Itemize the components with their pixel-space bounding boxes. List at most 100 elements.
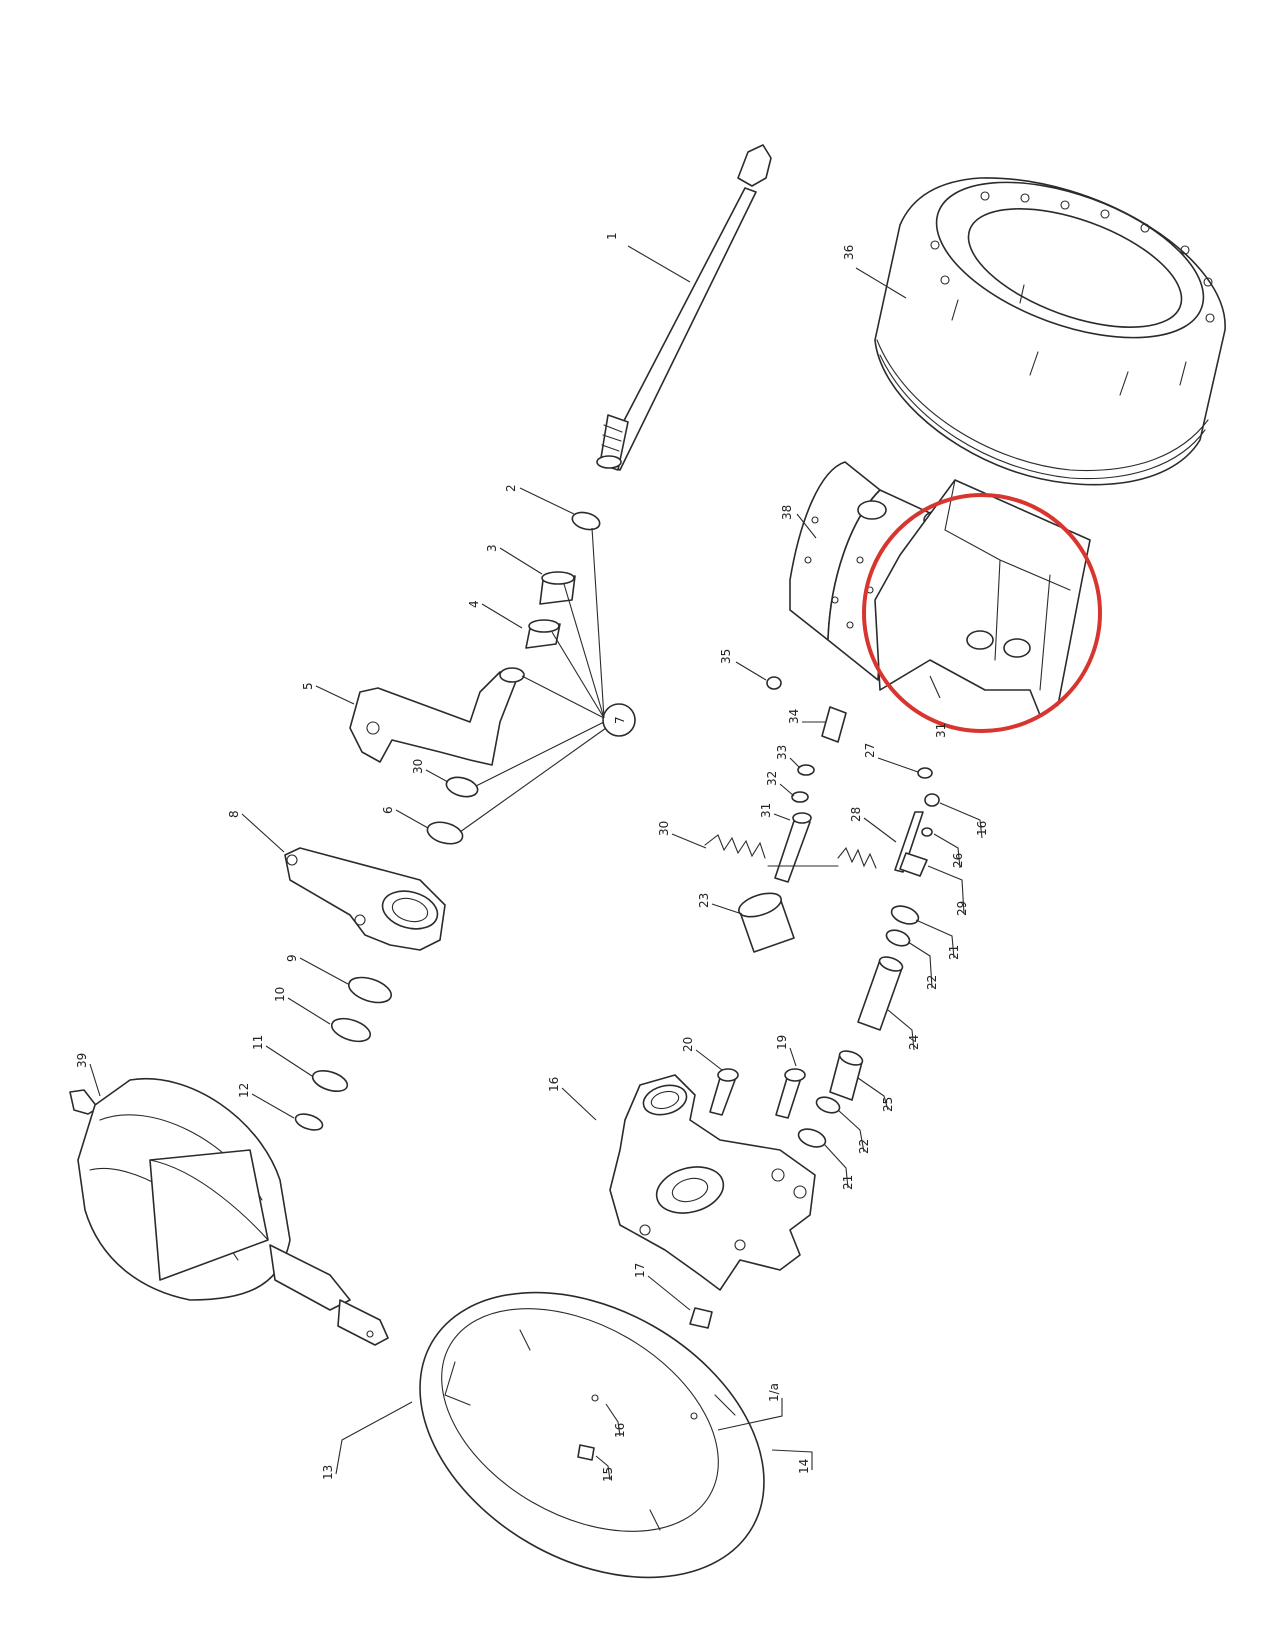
leader-16b (939, 802, 983, 839)
leader-8 (241, 813, 285, 853)
callout-22b: 22 (857, 1139, 871, 1154)
callout-39: 39 (75, 1053, 89, 1068)
leader-14 (771, 1449, 813, 1470)
camshaft-part (596, 144, 772, 471)
callout-10: 10 (273, 987, 287, 1002)
leader-29 (927, 865, 965, 915)
callout-26: 26 (951, 853, 965, 868)
leader-32 (779, 783, 795, 797)
leader-10 (287, 997, 331, 1025)
washer-stack (294, 976, 392, 1131)
highlight-circle (862, 493, 1102, 733)
callout-14: 14 (797, 1459, 811, 1474)
shoe-small-parts (766, 676, 940, 877)
callout-17: 17 (633, 1263, 647, 1278)
leader-7e (475, 721, 605, 787)
callout-23: 23 (697, 893, 711, 908)
leader-21b (823, 1143, 849, 1189)
return-spring-assembly (704, 812, 877, 953)
leader-30b (671, 833, 707, 849)
callout-36: 36 (842, 245, 856, 260)
callout-25: 25 (881, 1097, 895, 1112)
leader-11 (265, 1045, 313, 1077)
leader-7d (521, 675, 605, 719)
leader-2 (519, 487, 575, 515)
callout-19: 19 (775, 1035, 789, 1050)
brake-chamber-part (69, 1077, 389, 1346)
leader-5 (315, 685, 355, 705)
leader-9 (299, 957, 349, 985)
leader-7c (551, 631, 605, 719)
callout-20: 20 (681, 1037, 695, 1052)
leader-13 (335, 1401, 413, 1475)
callout-34: 34 (787, 709, 801, 724)
leader-1 (627, 245, 691, 283)
leader-25 (857, 1077, 889, 1111)
callout-21b: 21 (841, 1175, 855, 1190)
callout-12: 12 (237, 1083, 251, 1098)
leader-20 (695, 1049, 723, 1071)
leader-33 (789, 757, 801, 769)
callout-16b: 16 (975, 821, 989, 836)
callout-13: 13 (321, 1465, 335, 1480)
leader-35 (735, 661, 767, 681)
leader-3 (499, 547, 543, 575)
leader-38 (796, 513, 817, 539)
leader-12 (251, 1093, 295, 1119)
leader-7f (459, 727, 607, 833)
leader-22a (907, 941, 933, 989)
anchor-pin-stack (797, 905, 920, 1148)
leader-28 (863, 817, 897, 843)
leader-7b (563, 583, 605, 719)
callout-5: 5 (301, 682, 315, 690)
callout-16c: 16 (613, 1423, 627, 1438)
callout-11: 11 (251, 1035, 265, 1050)
leader-24 (887, 1009, 915, 1051)
leader-1a (717, 1398, 783, 1431)
leader-30 (425, 769, 449, 783)
leader-19 (789, 1047, 797, 1067)
callout-2: 2 (504, 484, 518, 492)
leader-7a (591, 527, 605, 719)
callout-30b: 30 (657, 821, 671, 836)
callout-7: 7 (613, 716, 627, 724)
leader-21a (915, 919, 955, 959)
callout-6: 6 (381, 806, 395, 814)
leader-23 (711, 903, 743, 915)
callout-27: 27 (863, 743, 877, 758)
slack-adjuster-part (284, 847, 446, 951)
callout-8: 8 (227, 810, 241, 818)
callout-4: 4 (467, 600, 481, 608)
leader-26 (933, 833, 961, 869)
callout-3: 3 (485, 544, 499, 552)
leader-6 (395, 809, 429, 829)
shoe-web-part (874, 479, 1091, 716)
callout-9: 9 (285, 954, 299, 962)
leader-22b (837, 1109, 865, 1153)
leader-39 (89, 1063, 101, 1097)
leader-15 (595, 1455, 611, 1481)
leader-4 (481, 603, 523, 629)
callout-32: 32 (765, 771, 779, 786)
dust-shield-part (419, 1291, 765, 1579)
spider-bracket-part (609, 1068, 816, 1329)
callout-16: 16 (547, 1077, 561, 1092)
callout-33: 33 (775, 745, 789, 760)
leader-27 (877, 757, 919, 773)
leader-17 (647, 1275, 691, 1311)
callout-24: 24 (907, 1035, 921, 1050)
callout-35: 35 (719, 649, 733, 664)
callout-38: 38 (780, 505, 794, 520)
callout-31-pin: 31 (759, 803, 773, 818)
callout-29: 29 (955, 901, 969, 916)
callout-15: 15 (601, 1467, 615, 1482)
leader-16c (605, 1403, 621, 1437)
leader-36 (855, 267, 907, 299)
leader-16 (561, 1087, 597, 1121)
callout-1a: 1/a (767, 1383, 781, 1402)
adjuster-bracket-part (349, 511, 636, 845)
callout-31: 31 (934, 723, 948, 738)
leader-31-pin (773, 813, 791, 821)
